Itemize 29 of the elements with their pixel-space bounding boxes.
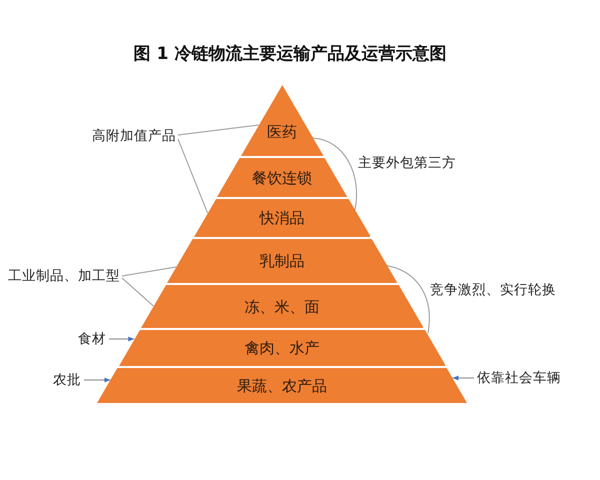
pyramid-tier	[118, 330, 446, 366]
pyramid-tier	[216, 158, 348, 197]
tier-label: 冻、米、面	[244, 298, 320, 316]
leader-line	[178, 138, 208, 214]
leader-line	[122, 278, 154, 306]
tier-label: 医药	[266, 123, 297, 142]
side-label: 食材	[78, 330, 106, 348]
pyramid-tier	[194, 199, 370, 237]
pyramid-top-tier	[240, 85, 324, 156]
pyramid-tier	[140, 285, 424, 328]
pyramid-tier	[97, 368, 467, 403]
leader-line	[178, 124, 260, 136]
diagram-title: 图 1 冷链物流主要运输产品及运营示意图	[132, 43, 448, 65]
arrow	[108, 336, 135, 342]
pyramid-tier	[166, 239, 398, 283]
tier-label: 果蔬、农产品	[237, 376, 327, 396]
side-label: 依靠社会车辆	[477, 369, 561, 387]
arrow	[84, 378, 111, 382]
annotation-label: 竞争激烈、实行轮换	[430, 281, 556, 299]
tier-label: 餐饮连锁	[252, 168, 312, 188]
leader-line	[122, 266, 177, 276]
tier-label: 快消品	[259, 209, 304, 228]
arrow	[452, 376, 474, 380]
side-label: 工业制品、加工型	[8, 267, 120, 285]
annotation-label: 主要外包第三方	[358, 154, 456, 172]
tier-label: 禽肉、水产	[244, 339, 320, 358]
tier-label: 乳制品	[259, 252, 304, 271]
side-label: 农批	[53, 371, 81, 389]
side-label: 高附加值产品	[92, 127, 176, 145]
